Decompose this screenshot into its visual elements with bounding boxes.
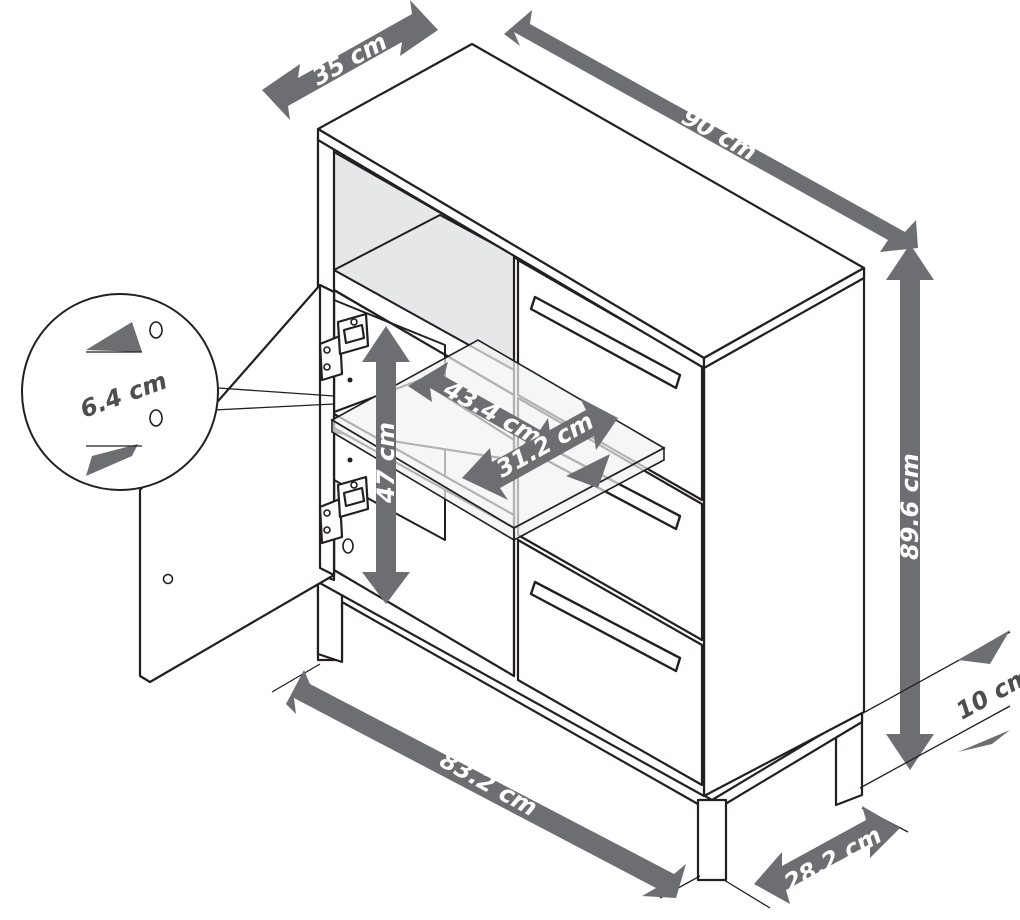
front-right-leg xyxy=(696,798,728,882)
door-knob-ring xyxy=(162,573,174,585)
hinge-detail-callout: 6.4 cm xyxy=(21,293,335,491)
dim-width-bottom-label: 83.2 cm xyxy=(435,746,542,822)
dim-height-total: 89.6 cm xyxy=(886,244,934,770)
dim-width-top-label: 90 cm xyxy=(677,103,761,167)
detail-arrow-upper xyxy=(86,322,142,352)
hinge-cup-hole xyxy=(342,538,354,554)
hinge-lower xyxy=(318,475,370,545)
dim-leg-height-label: 10 cm xyxy=(951,661,1020,725)
detail-hole-lower xyxy=(149,409,163,427)
detail-arrow-lower xyxy=(86,444,138,476)
dim-interior-height: 47 cm xyxy=(362,326,410,604)
hinge-screw-hole-1 xyxy=(347,377,353,383)
drawer-3-handle xyxy=(529,580,682,673)
dim-depth-bottom: 28.2 cm xyxy=(723,806,909,909)
dim-height-total-label: 89.6 cm xyxy=(896,453,924,560)
dim-interior-height-label: 47 cm xyxy=(372,422,400,504)
glass-shelf-side xyxy=(513,446,665,542)
dim-depth-top-label: 35 cm xyxy=(307,27,391,91)
dim-leg-height: 10 cm xyxy=(859,630,1020,789)
drawer-1-handle xyxy=(529,295,682,390)
hinge-screw-hole-2 xyxy=(347,457,353,463)
detail-hole-upper xyxy=(149,321,163,339)
top-panel-side-edge xyxy=(702,266,866,370)
hinge-upper xyxy=(318,312,370,382)
detail-circle xyxy=(21,293,219,491)
